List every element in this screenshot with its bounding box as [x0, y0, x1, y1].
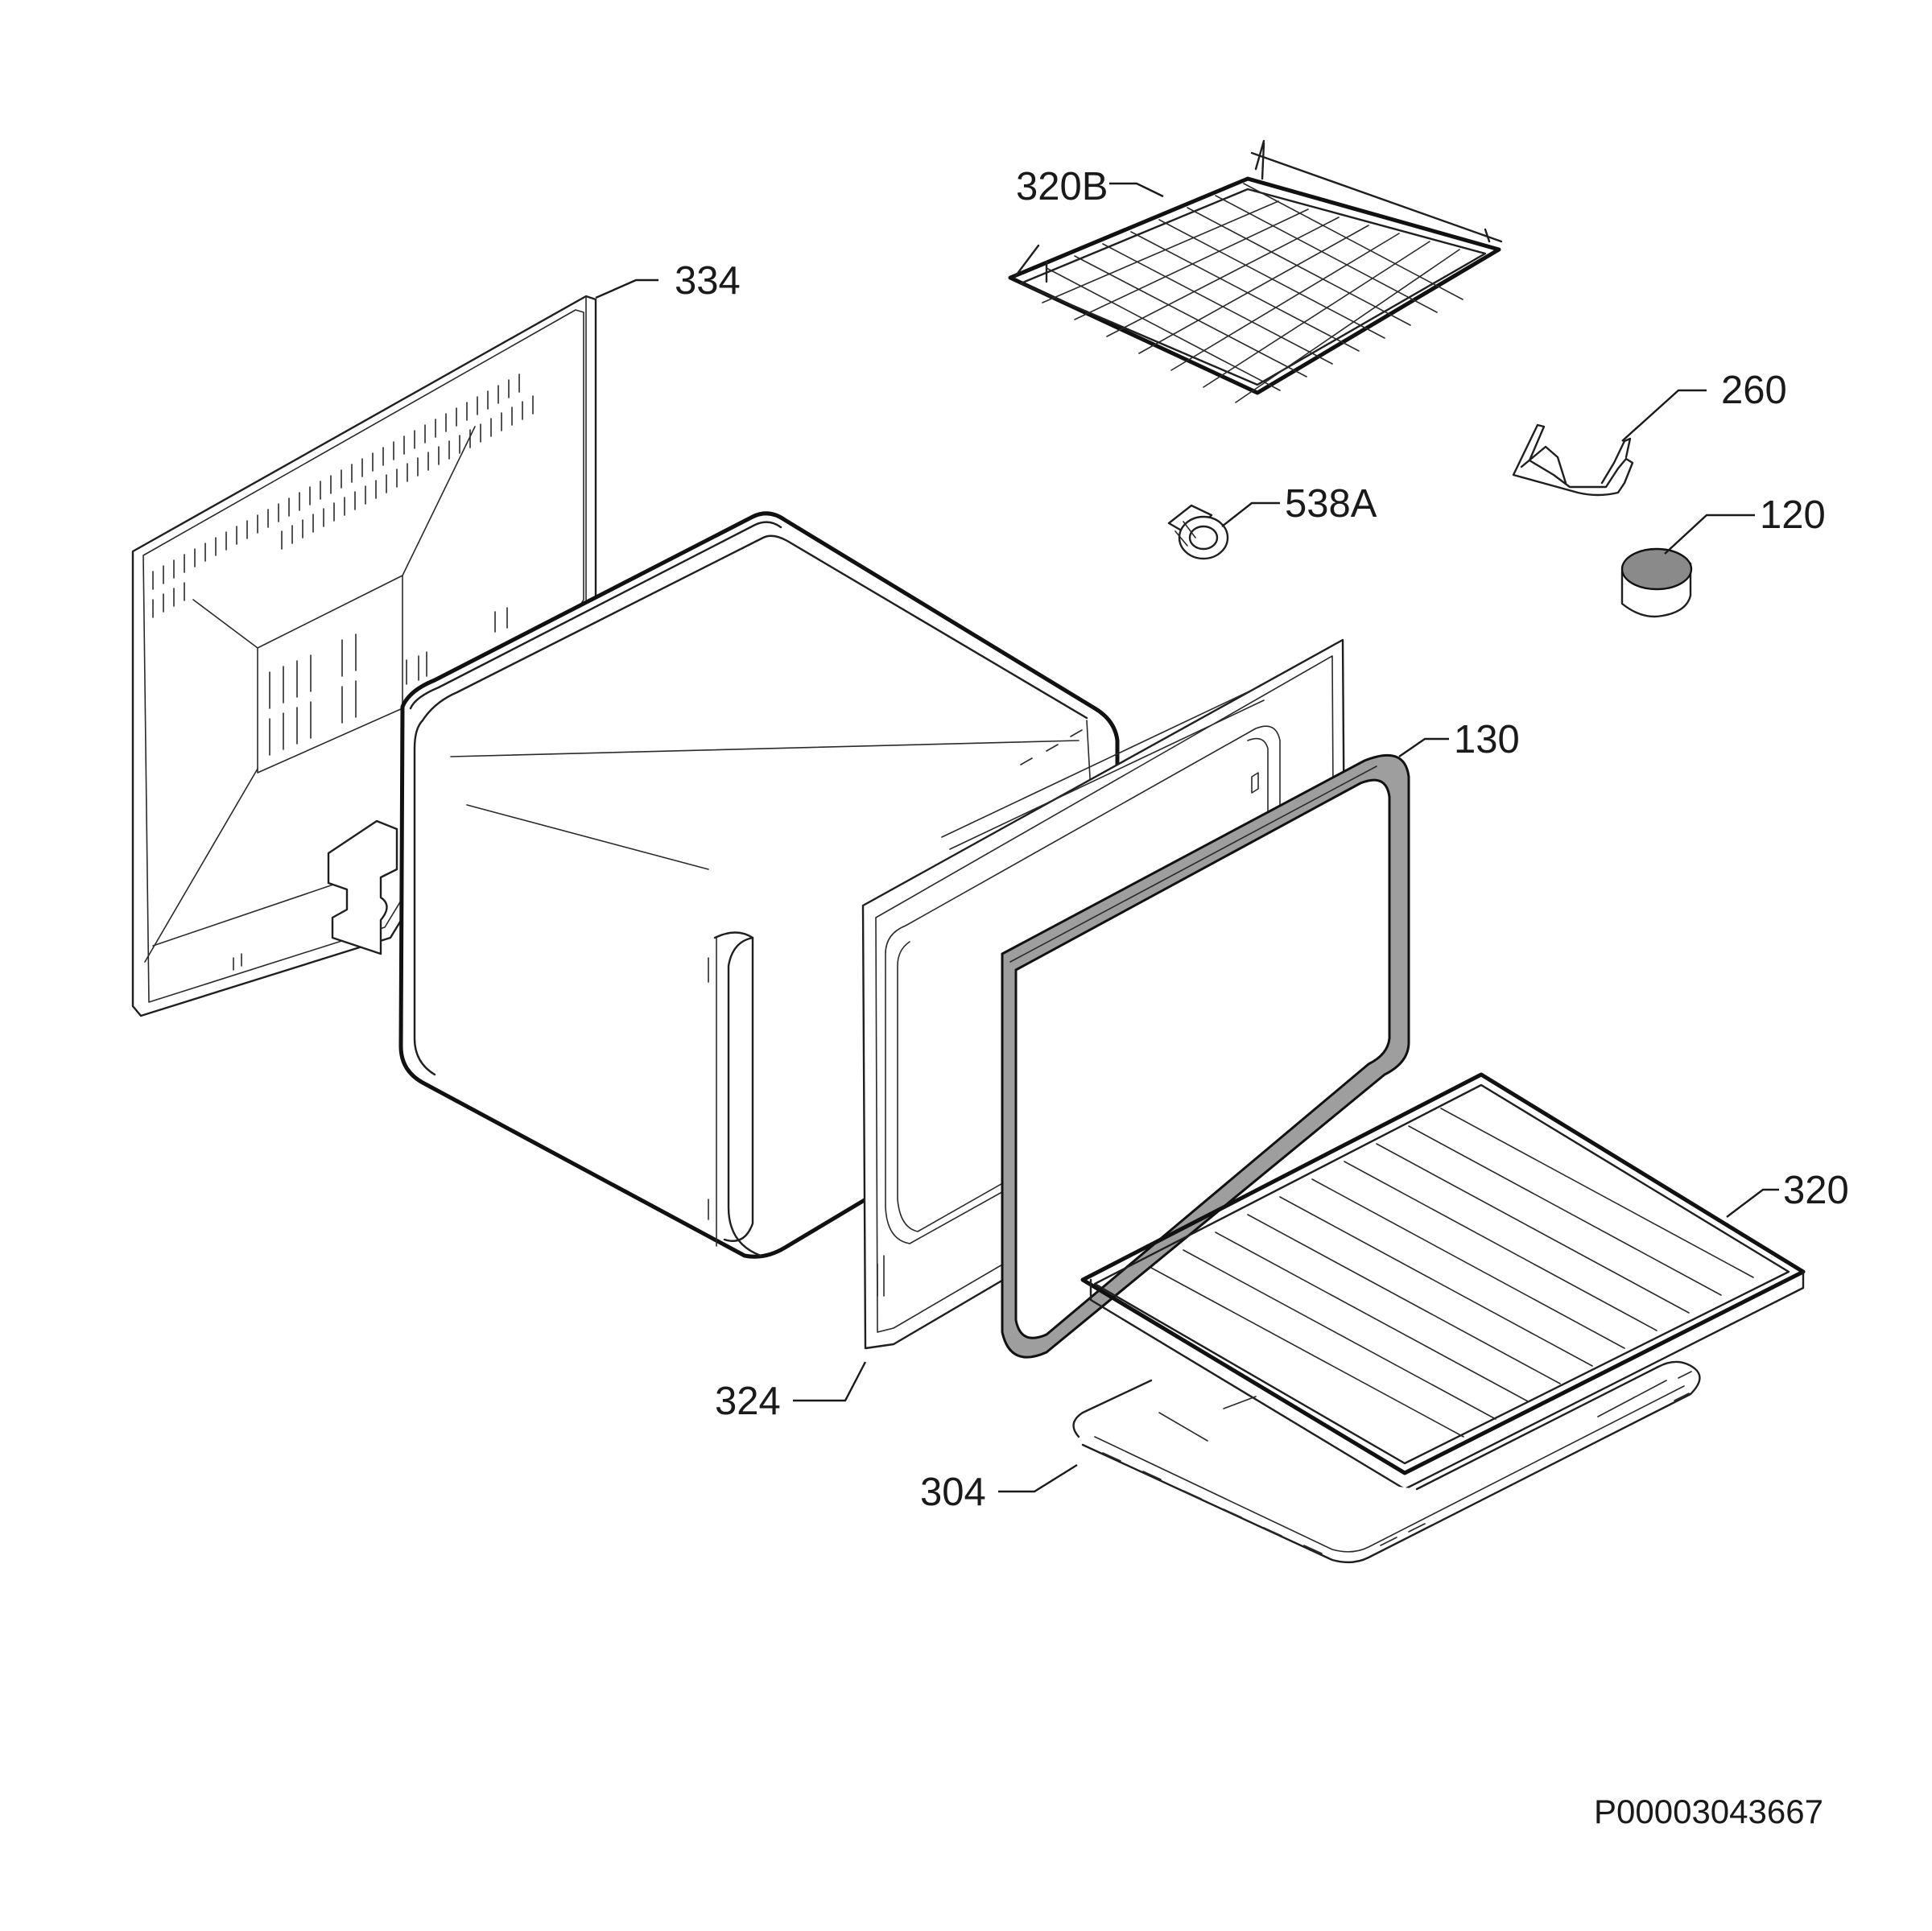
bracket-clip-part [1512, 423, 1634, 497]
callout-304: 304 [920, 1471, 986, 1514]
callout-320: 320 [1783, 1169, 1849, 1212]
callout-320b: 320B [1016, 165, 1108, 208]
door-seal-gasket-part [1001, 753, 1410, 1359]
callout-334: 334 [675, 259, 741, 303]
wire-rack-small-part [1008, 139, 1503, 403]
callout-120: 120 [1760, 493, 1826, 537]
rear-panel-vent-slots [152, 373, 534, 756]
leader-lines [595, 182, 1779, 1493]
document-id: P00003043667 [1594, 1793, 1823, 1830]
baking-tray-part [1072, 1360, 1701, 1564]
callout-324: 324 [715, 1380, 781, 1423]
filter-disc-part [1620, 547, 1693, 618]
lamp-holder-part [1167, 504, 1229, 560]
callout-130: 130 [1454, 718, 1520, 761]
rear-panel-part [131, 295, 597, 1017]
callout-260: 260 [1721, 369, 1787, 412]
callout-538a: 538A [1285, 482, 1377, 526]
